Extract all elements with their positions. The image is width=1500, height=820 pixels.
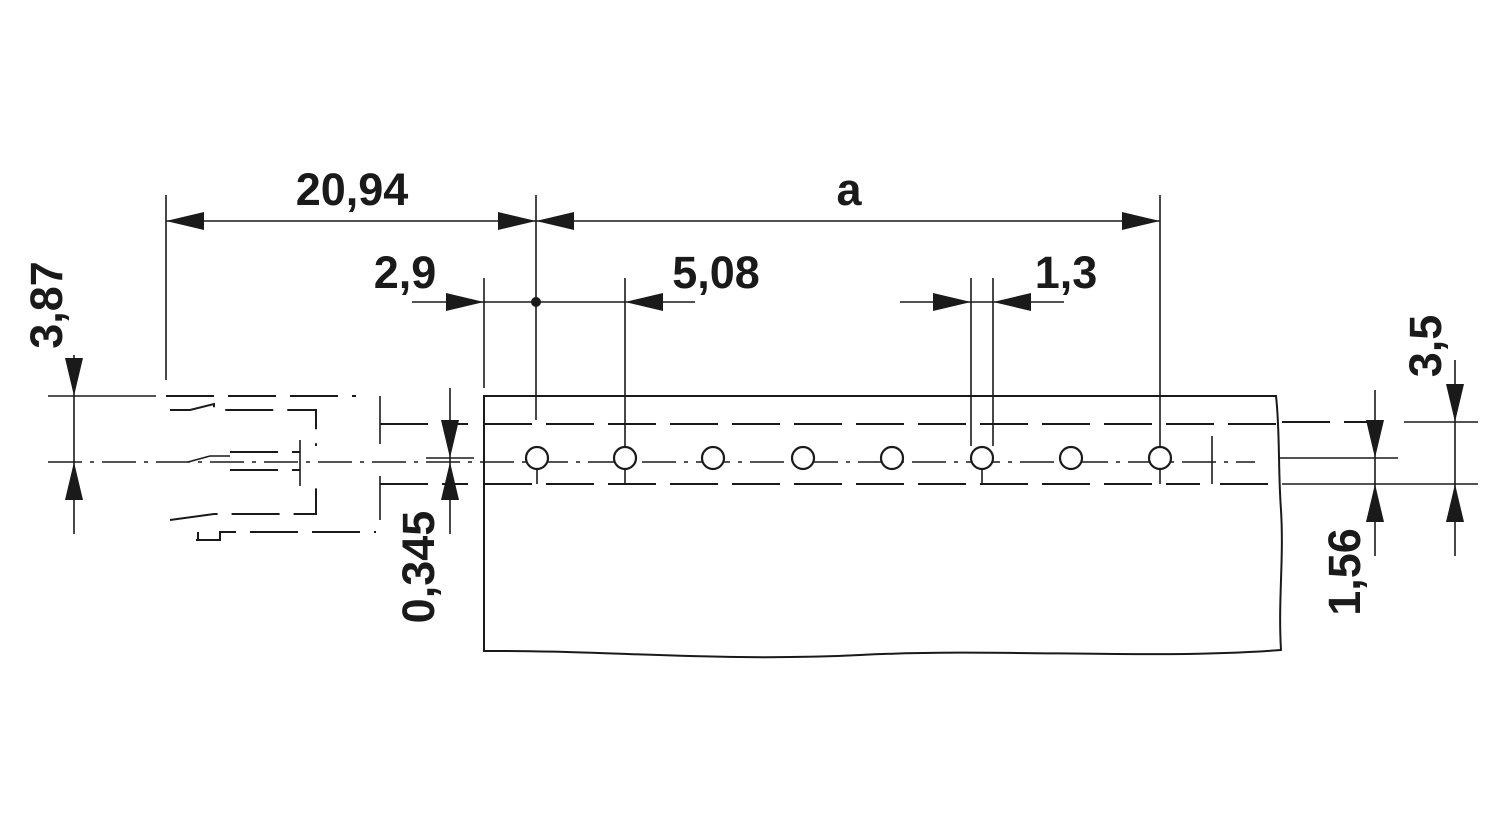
pin-hole-4 — [790, 445, 816, 471]
arrow-1-3-right — [993, 293, 1031, 311]
dim-label-3-5: 3,5 — [1400, 315, 1451, 378]
arrow-0-345-bottom — [441, 462, 459, 500]
arrow-a-right — [1122, 212, 1160, 230]
arrow-0-345-top — [441, 420, 459, 458]
pin-hole-3 — [700, 445, 726, 471]
mating-plug-outline — [166, 395, 468, 541]
pin-hole-5 — [879, 445, 905, 471]
arrow-20-94-left — [166, 212, 204, 230]
dim-label-0-345: 0,345 — [393, 511, 444, 624]
arrow-5-08 — [625, 293, 663, 311]
pin-hole-7 — [1058, 445, 1084, 471]
dim-label-2-9: 2,9 — [374, 247, 437, 298]
dim-label-a: a — [836, 164, 862, 215]
dim-dot — [531, 297, 541, 307]
arrow-3-5-bottom — [1446, 484, 1464, 522]
pin-hole-2 — [612, 445, 638, 471]
arrow-1-3-left — [933, 293, 971, 311]
dim-label-20-94: 20,94 — [296, 164, 409, 215]
dim-label-1-56: 1,56 — [1319, 528, 1370, 616]
dim-label-5-08: 5,08 — [672, 247, 760, 298]
arrow-a-left — [536, 212, 574, 230]
arrow-1-56-bottom — [1366, 484, 1384, 522]
arrow-2-9 — [446, 293, 484, 311]
arrow-1-56-top — [1366, 420, 1384, 458]
arrow-3-5-top — [1446, 384, 1464, 422]
pin-hole-8 — [1147, 445, 1173, 471]
dim-label-3-87: 3,87 — [21, 261, 72, 349]
pin-hole-1 — [524, 445, 550, 471]
header-body-outline — [483, 395, 1283, 659]
pin-hole-6 — [969, 445, 995, 471]
arrow-3-87-top — [65, 358, 83, 396]
arrow-20-94-right — [498, 212, 536, 230]
dim-label-1-3: 1,3 — [1035, 247, 1098, 298]
arrow-3-87-bottom — [65, 462, 83, 500]
